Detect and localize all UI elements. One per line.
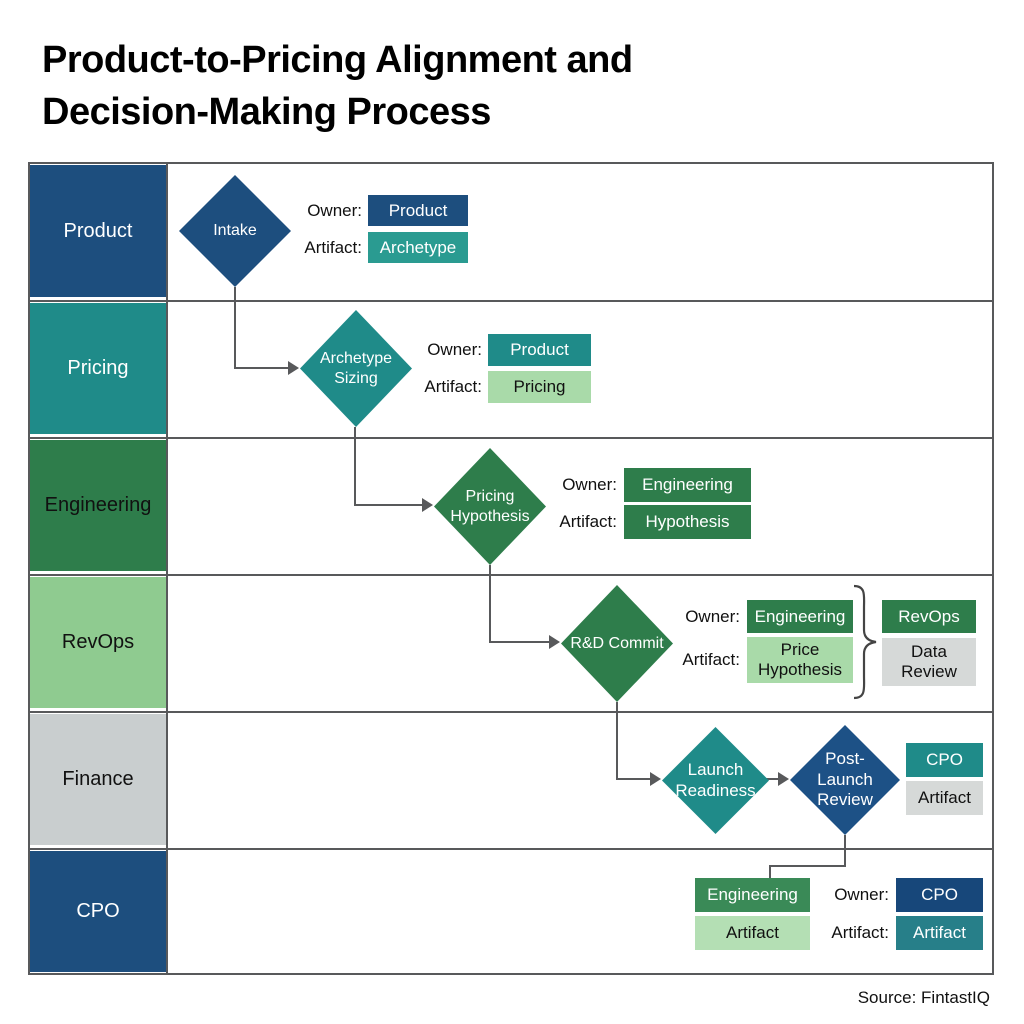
owner-value-engineering: Engineering	[747, 600, 853, 633]
owner-value-product: Product	[368, 195, 468, 226]
connector-commit-to-launch	[616, 702, 618, 780]
lane-separator	[28, 574, 994, 576]
lane-separator	[28, 848, 994, 850]
review-step-box: Data Review	[882, 638, 976, 686]
connector-review-to-cpo	[769, 865, 846, 867]
owner-value-engineering: Engineering	[624, 468, 751, 502]
lane-label-revops: RevOps	[30, 577, 166, 708]
artifact-value-pricing: Pricing	[488, 371, 591, 403]
connector-intake-to-sizing	[234, 287, 236, 368]
finance-side-artifact-box: Artifact	[906, 781, 983, 815]
connector-review-to-cpo	[769, 865, 771, 878]
finance-side-owner-box: CPO	[906, 743, 983, 777]
title-line-1: Product-to-Pricing Alignment and	[42, 39, 633, 81]
connector-sizing-to-hypothesis	[354, 427, 356, 506]
grouping-brace	[853, 584, 877, 700]
connector-hypothesis-to-commit	[489, 641, 549, 643]
owner-value-cpo: CPO	[896, 878, 983, 912]
arrowhead	[288, 361, 299, 375]
lane-separator	[28, 300, 994, 302]
arrowhead	[422, 498, 433, 512]
cpo-left-artifact-box: Artifact	[695, 916, 810, 950]
artifact-value-artifact: Artifact	[896, 916, 983, 950]
connector-sizing-to-hypothesis	[354, 504, 422, 506]
lane-label-cpo: CPO	[30, 851, 166, 972]
artifact-label: Artifact:	[424, 377, 482, 396]
owner-label: Owner:	[562, 475, 617, 494]
lane-label-finance: Finance	[30, 714, 166, 845]
label-column-divider	[166, 162, 168, 975]
lane-label-pricing: Pricing	[30, 303, 166, 434]
artifact-value-price-hypothesis: Price Hypothesis	[747, 637, 853, 683]
artifact-label: Artifact:	[559, 512, 617, 531]
cpo-left-owner-box: Engineering	[695, 878, 810, 912]
source-credit: Source: FintastIQ	[857, 988, 990, 1007]
owner-label: Owner:	[834, 885, 889, 904]
owner-label: Owner:	[685, 606, 740, 626]
arrowhead	[549, 635, 560, 649]
artifact-value-archetype: Archetype	[368, 232, 468, 263]
lane-label-engineering: Engineering	[30, 440, 166, 571]
page-title: Product-to-Pricing Alignment and Decisio…	[42, 34, 962, 138]
connector-hypothesis-to-commit	[489, 565, 491, 643]
artifact-value-hypothesis: Hypothesis	[624, 505, 751, 539]
lane-separator	[28, 437, 994, 439]
owner-value-product: Product	[488, 334, 591, 366]
review-owner-box: RevOps	[882, 600, 976, 633]
lane-label-product: Product	[30, 165, 166, 297]
artifact-label: Artifact:	[304, 237, 362, 257]
arrowhead	[778, 772, 789, 786]
title-line-2: Decision-Making Process	[42, 91, 491, 133]
lane-separator	[28, 711, 994, 713]
connector-commit-to-launch	[616, 778, 650, 780]
artifact-label: Artifact:	[831, 923, 889, 942]
artifact-label: Artifact:	[682, 650, 740, 669]
owner-label: Owner:	[427, 340, 482, 359]
owner-label: Owner:	[307, 200, 362, 220]
connector-launch-to-review	[766, 778, 778, 780]
connector-review-to-cpo	[844, 835, 846, 867]
connector-intake-to-sizing	[234, 367, 288, 369]
arrowhead	[650, 772, 661, 786]
chart-border	[28, 162, 994, 975]
